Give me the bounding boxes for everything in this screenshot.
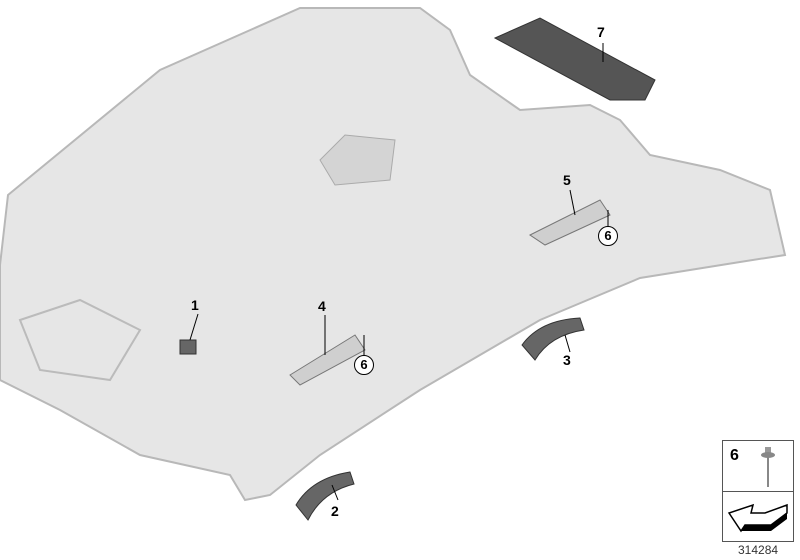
- headliner-panel: [0, 7, 787, 502]
- part-2-handle: [295, 471, 355, 521]
- callout-1[interactable]: 1: [191, 297, 199, 313]
- legend-number: 6: [730, 447, 739, 464]
- callout-6-upper[interactable]: 6: [598, 226, 618, 246]
- part-1-light: [179, 339, 197, 355]
- callout-6-lower[interactable]: 6: [354, 355, 374, 375]
- part-4-bracket: [289, 334, 366, 386]
- part-7-cover: [493, 17, 656, 101]
- part-3-handle: [521, 317, 585, 361]
- callout-5[interactable]: 5: [563, 172, 571, 188]
- leader-lines: [189, 43, 609, 501]
- part-number: 314284: [738, 543, 779, 557]
- rivet-icon: [761, 447, 775, 487]
- front-structure: [18, 298, 142, 382]
- callout-2[interactable]: 2: [331, 503, 339, 519]
- part-5-bracket: [529, 199, 611, 246]
- callout-3[interactable]: 3: [563, 352, 571, 368]
- callout-4[interactable]: 4: [318, 298, 326, 314]
- legend-box: 6: [722, 440, 794, 542]
- legend-rivet-cell: 6: [723, 441, 793, 492]
- direction-arrow-icon: [727, 503, 788, 533]
- sunroof-opening: [319, 134, 396, 186]
- callout-7[interactable]: 7: [597, 24, 605, 40]
